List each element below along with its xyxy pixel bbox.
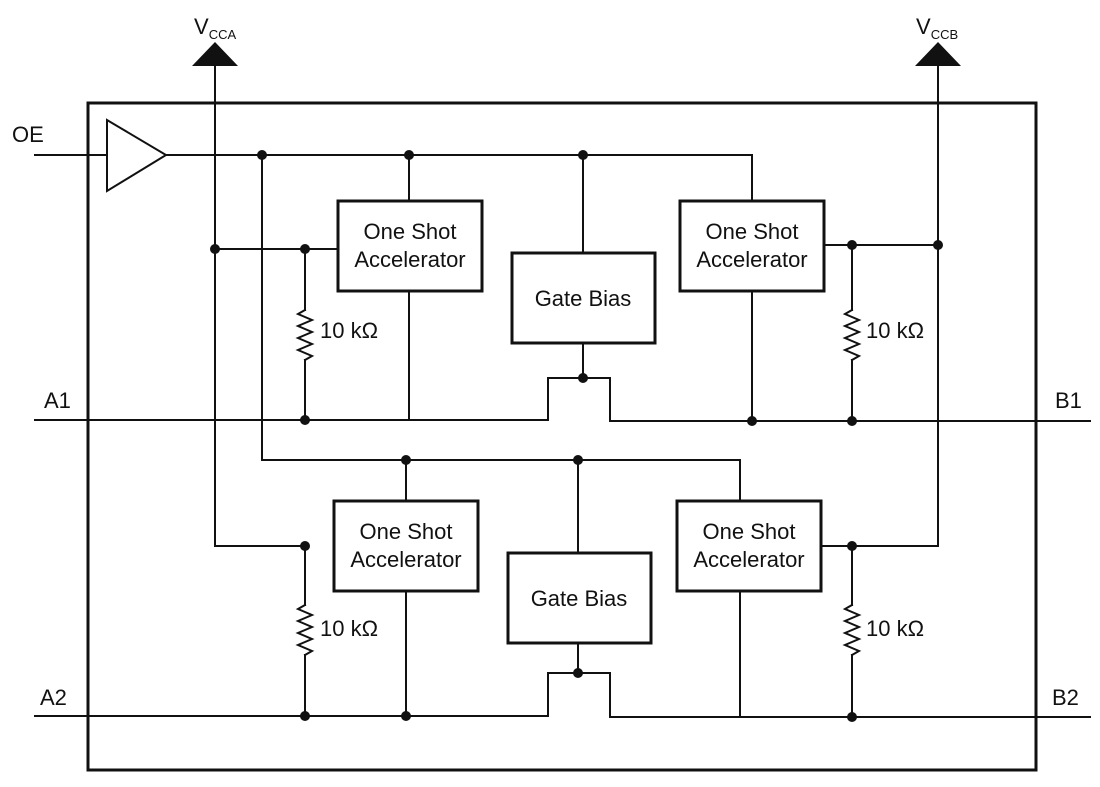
junction-dot	[573, 668, 583, 678]
vcca-label: VCCA	[194, 14, 236, 42]
resistor-2-icon	[842, 308, 862, 362]
channel-1-wire	[34, 377, 1091, 422]
chip-outline	[86, 101, 1038, 772]
junction-dot	[404, 150, 414, 160]
oe-bus-top	[165, 154, 753, 202]
junction-dot	[847, 416, 857, 426]
junction-dot	[578, 373, 588, 383]
oe-bus-bottom	[261, 154, 741, 502]
resistor-3-value: 10 kΩ	[320, 616, 378, 641]
vcca-supply-arrow-icon	[192, 42, 238, 66]
osa-label-line2: Accelerator	[350, 547, 461, 572]
pin-b1-label: B1	[1055, 388, 1082, 413]
pin-a2-label: A2	[40, 685, 67, 710]
junction-dot	[847, 240, 857, 250]
junction-dot	[401, 711, 411, 721]
junction-dots	[210, 150, 943, 722]
junction-dot	[573, 455, 583, 465]
resistor-2-value: 10 kΩ	[866, 318, 924, 343]
junction-dot	[747, 416, 757, 426]
one-shot-accelerator-a2: One Shot Accelerator	[332, 499, 480, 593]
osa-label-line1: One Shot	[706, 219, 799, 244]
one-shot-accelerator-b1: One Shot Accelerator	[678, 199, 826, 293]
gate-bias-label: Gate Bias	[531, 586, 628, 611]
one-shot-accelerator-a1: One Shot Accelerator	[336, 199, 484, 293]
resistor-1-icon	[295, 308, 315, 362]
gate-bias-1: Gate Bias	[510, 251, 657, 345]
pin-a1-label: A1	[44, 388, 71, 413]
gate-bias-2: Gate Bias	[506, 551, 653, 645]
resistor-3-icon	[295, 603, 315, 657]
osa-label-line1: One Shot	[360, 519, 453, 544]
osa-label-line2: Accelerator	[696, 247, 807, 272]
osa-label-line2: Accelerator	[693, 547, 804, 572]
junction-dot	[578, 150, 588, 160]
junction-dot	[847, 541, 857, 551]
resistor-4-value: 10 kΩ	[866, 616, 924, 641]
osa-label-line2: Accelerator	[354, 247, 465, 272]
osa-label-line1: One Shot	[364, 219, 457, 244]
vccb-rail	[821, 65, 939, 547]
junction-dot	[847, 712, 857, 722]
junction-dot	[300, 244, 310, 254]
junction-dot	[210, 244, 220, 254]
vccb-supply-arrow-icon	[915, 42, 961, 66]
vccb-label: VCCB	[916, 14, 958, 42]
pin-b2-label: B2	[1052, 685, 1079, 710]
vcca-rail	[214, 65, 306, 547]
junction-dot	[300, 711, 310, 721]
junction-dot	[933, 240, 943, 250]
junction-dot	[257, 150, 267, 160]
pin-oe-label: OE	[12, 122, 44, 147]
gate-bias-label: Gate Bias	[535, 286, 632, 311]
junction-dot	[401, 455, 411, 465]
one-shot-accelerator-b2: One Shot Accelerator	[675, 499, 823, 593]
osa-label-line1: One Shot	[703, 519, 796, 544]
junction-dot	[300, 541, 310, 551]
channel-2-wire	[34, 672, 1091, 718]
resistor-4-icon	[842, 603, 862, 657]
junction-dot	[300, 415, 310, 425]
resistor-1-value: 10 kΩ	[320, 318, 378, 343]
oe-buffer-icon	[106, 118, 168, 193]
